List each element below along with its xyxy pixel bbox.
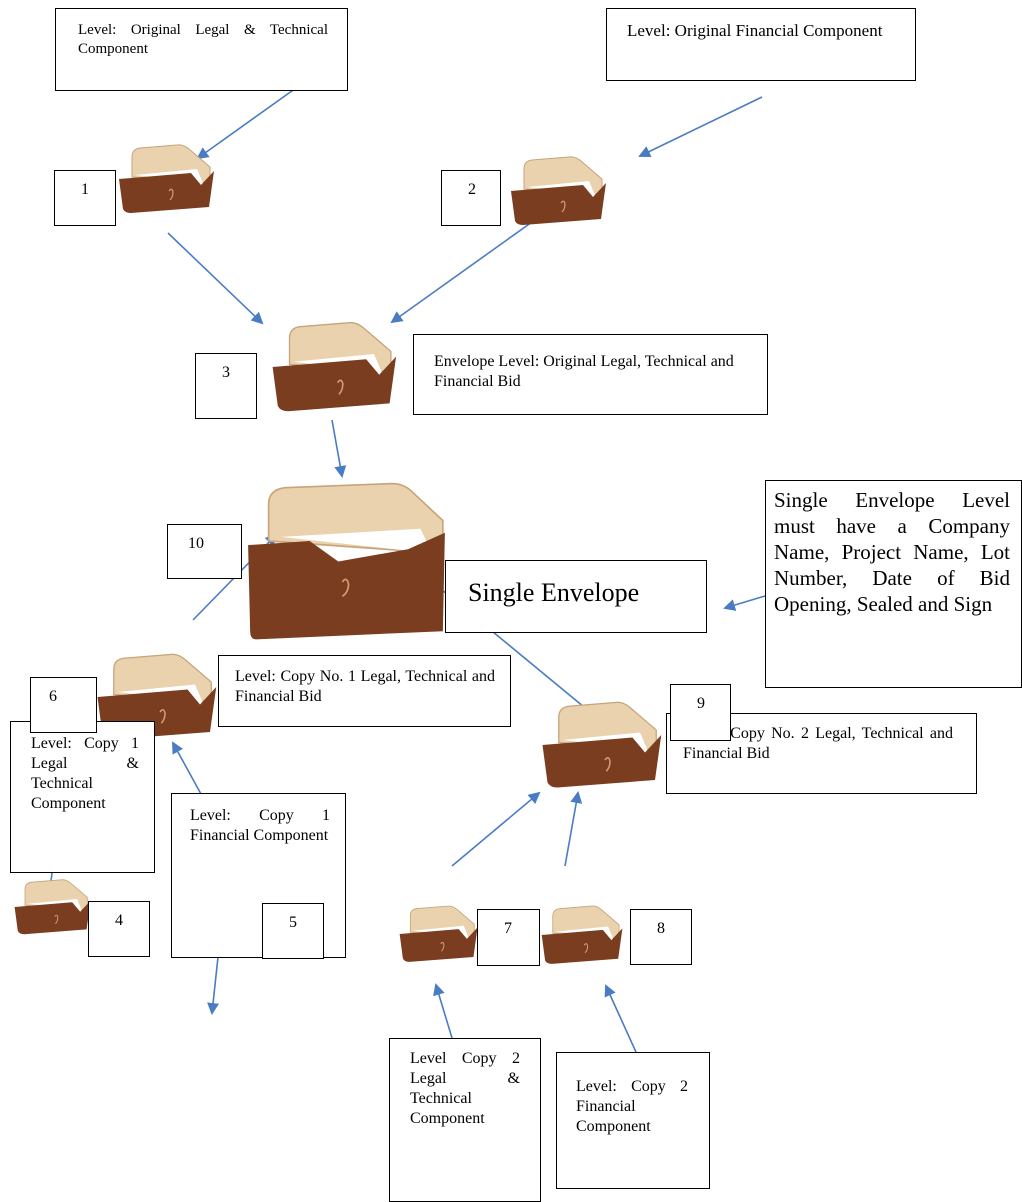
label-copy1-legal-tech: Level: Copy 1 Legal & Technical Componen… (31, 735, 139, 812)
envelope-icon (14, 879, 91, 935)
label-copy1-financial: Level: Copy 1 Financial Component (190, 807, 330, 844)
number-box-6: 6 (30, 677, 97, 733)
label-box-single-envelope-note: Single Envelope Level must have a Compan… (765, 480, 1022, 688)
number-box-10: 10 (167, 524, 242, 579)
label-single-envelope: Single Envelope (468, 578, 640, 607)
label-box-copy2-legal-tech: Level Copy 2 Legal & Technical Component (389, 1038, 541, 1202)
arrow-top-left (196, 87, 297, 160)
envelope-icon (399, 905, 478, 962)
envelope-icon (248, 482, 445, 640)
label-box-copy1-legal-tech: Level: Copy 1 Legal & Technical Componen… (10, 721, 155, 873)
number-box-3: 3 (195, 353, 257, 419)
label-copy1-bid: Level: Copy No. 1 Legal, Technical and F… (235, 668, 495, 705)
label-box-envelope-level: Envelope Level: Original Legal, Technica… (413, 334, 768, 415)
label-copy2-financial: Level: Copy 2 Financial Component (576, 1078, 688, 1135)
number-box-5: 5 (262, 903, 324, 959)
label-box-orig-legal-tech: Level: Original Legal & Technical Compon… (55, 8, 348, 91)
label-box-copy1-bid: Level: Copy No. 1 Legal, Technical and F… (218, 655, 511, 727)
number-box-4: 4 (88, 901, 150, 957)
label-orig-legal-tech: Level: Original Legal & Technical Compon… (78, 22, 328, 57)
arrow-8-to-9 (564, 791, 583, 867)
number-box-7: 7 (477, 909, 540, 966)
arrow-copy2-fin-to-8 (604, 984, 637, 1053)
arrow-7-to-9 (451, 791, 541, 867)
label-envelope-level: Envelope Level: Original Legal, Technica… (434, 353, 734, 390)
label-single-envelope-note: Single Envelope Level must have a Compan… (774, 488, 1010, 616)
label-orig-financial: Level: Original Financial Component (627, 21, 883, 40)
arrow-note-to-single (723, 595, 766, 611)
number-box-1: 1 (54, 170, 116, 226)
number-box-9: 9 (670, 684, 731, 741)
arrow-3-to-10 (331, 419, 347, 478)
arrow-copy1-fin-to-5 (207, 956, 220, 1015)
arrow-top-right (638, 96, 763, 158)
envelope-icon (272, 321, 397, 412)
label-box-orig-financial: Level: Original Financial Component (606, 8, 916, 81)
envelope-icon (541, 905, 623, 964)
arrow-1-to-3 (167, 232, 264, 325)
envelope-icon (542, 701, 662, 788)
number-box-8: 8 (630, 909, 692, 965)
label-box-copy2-financial: Level: Copy 2 Financial Component (556, 1052, 710, 1189)
label-box-single-envelope: Single Envelope (445, 560, 707, 633)
envelope-icon (119, 144, 214, 213)
envelope-icon (511, 156, 606, 225)
label-copy2-legal-tech: Level Copy 2 Legal & Technical Component (410, 1050, 520, 1127)
arrow-copy2-legal-to-7 (433, 983, 453, 1039)
arrow-2-to-3 (390, 221, 533, 324)
label-copy2-bid: Level: Copy No. 2 Legal, Technical and F… (683, 725, 953, 762)
number-box-2: 2 (441, 170, 501, 226)
